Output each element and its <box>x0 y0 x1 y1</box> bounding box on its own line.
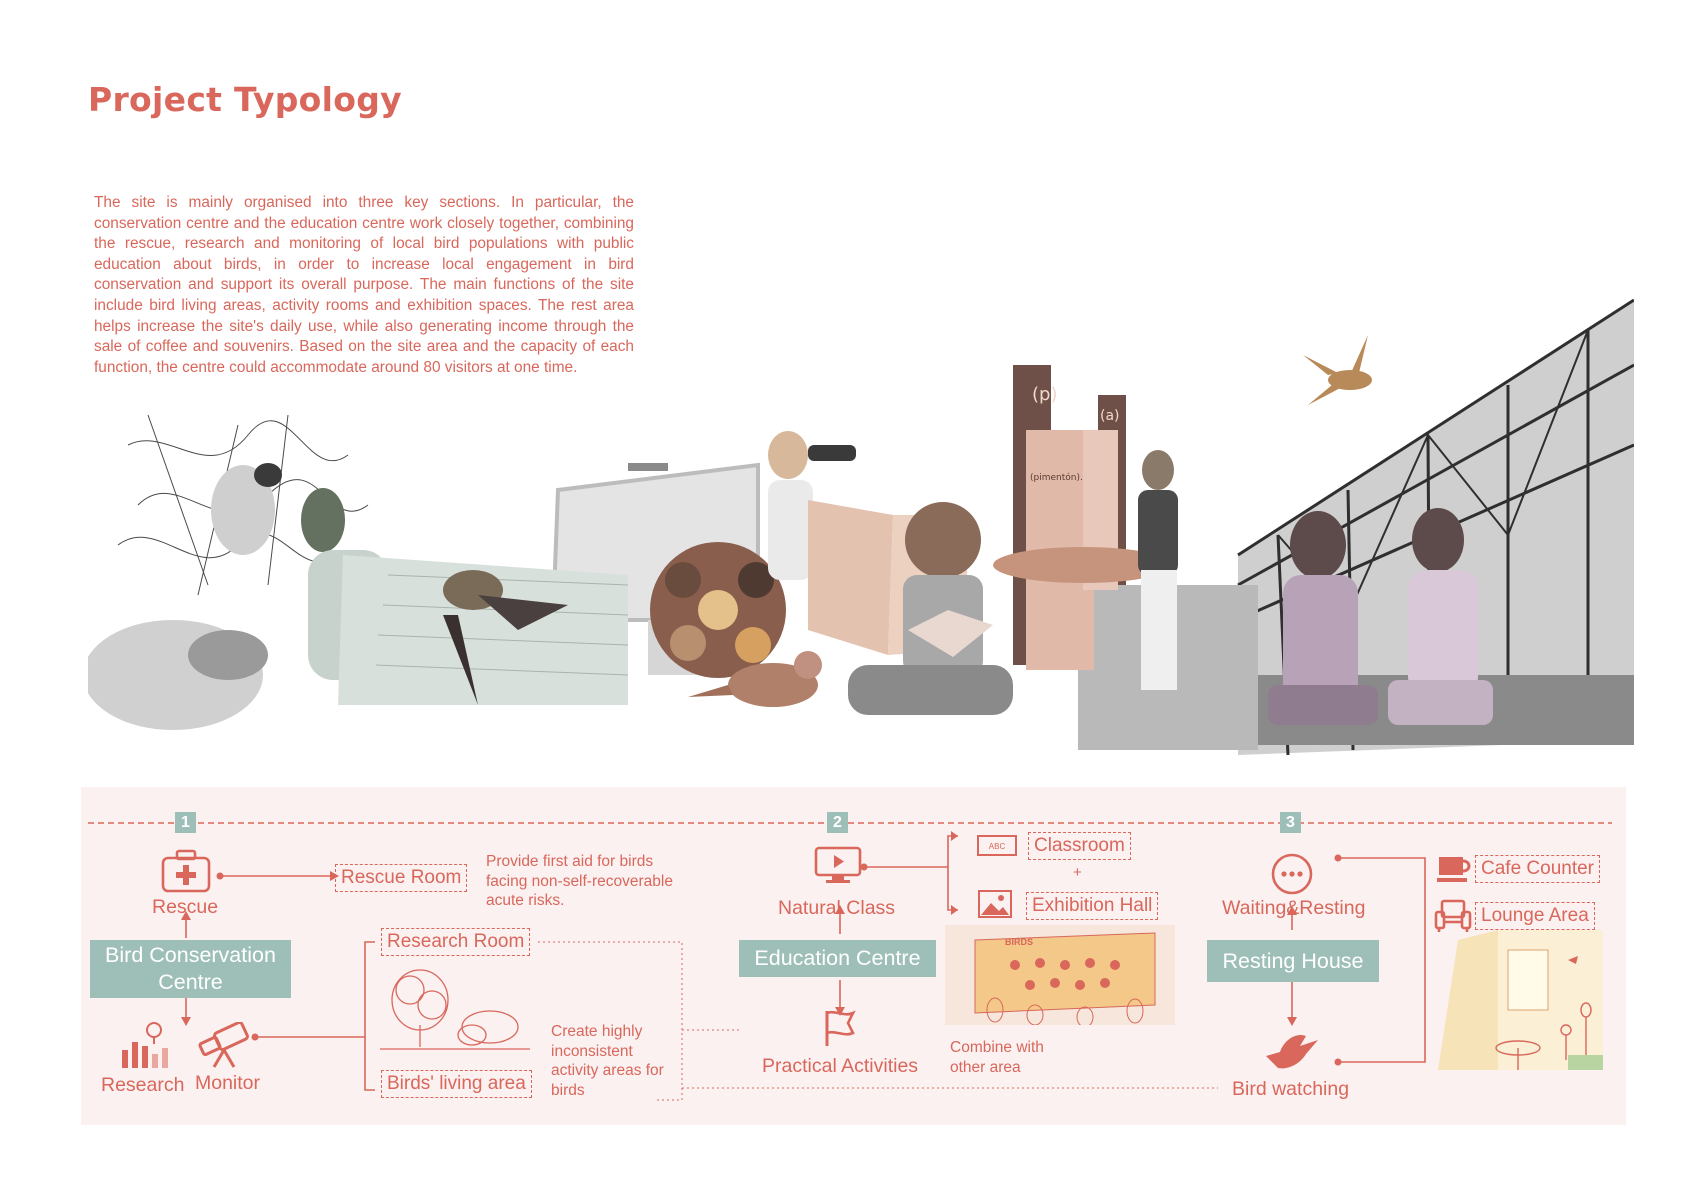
waiting-resting-label: Waiting&Resting <box>1222 897 1366 919</box>
chart-icon <box>122 1022 168 1068</box>
monitor-label: Monitor <box>195 1072 261 1094</box>
living-area-note: Create highly inconsistent activity area… <box>551 1023 664 1099</box>
section-1-bird-conservation-centre: Bird Conservation Centre <box>90 940 291 998</box>
practical-activities-label: Practical Activities <box>762 1055 919 1077</box>
plus-sign: + <box>1073 864 1082 881</box>
women-chatting-image <box>1268 508 1493 725</box>
hands-holding-bird-image <box>88 620 268 730</box>
tree-sketch-icon <box>380 969 530 1050</box>
rescue-room-box: Rescue Room <box>335 864 468 892</box>
bird-icon <box>1266 1034 1318 1069</box>
rescue-label: Rescue <box>152 896 219 918</box>
exhibition-hall-box: Exhibition Hall <box>1026 892 1159 920</box>
cafe-counter-box: Cafe Counter <box>1475 855 1601 883</box>
section-2-education-centre: Education Centre <box>739 940 936 977</box>
telescope-icon <box>198 1022 249 1068</box>
coffee-cup-icon <box>1437 857 1471 882</box>
bird-watching-label: Bird watching <box>1232 1078 1350 1100</box>
exhibition-sketch-image: BIRDS <box>945 925 1175 1025</box>
collage-illustration: (p) (a) (pimentón). <box>88 298 1634 756</box>
intro-paragraph: The site is mainly organised into three … <box>94 194 634 376</box>
flying-bird-image <box>1303 335 1372 405</box>
flag-icon <box>825 1010 856 1046</box>
svg-text:BIRDS: BIRDS <box>1005 937 1033 947</box>
section-number-2: 2 <box>827 812 848 833</box>
research-label: Research <box>101 1074 185 1096</box>
section-number-1: 1 <box>175 812 196 833</box>
monitor-play-icon <box>814 846 862 883</box>
reading-boy-image <box>848 502 1013 715</box>
child-binoculars-image <box>768 431 856 580</box>
abc-board-icon: ABC <box>977 835 1017 856</box>
armchair-icon <box>1434 899 1472 932</box>
page-title: Project Typology <box>88 80 402 119</box>
lounge-sketch-image <box>1438 930 1603 1070</box>
rescue-note: Provide first aid for birds facing non-s… <box>486 853 673 909</box>
birds-living-area-box: Birds' living area <box>381 1070 532 1098</box>
svg-text:(a): (a) <box>1100 408 1120 424</box>
section-3-resting-house: Resting House <box>1207 940 1379 982</box>
sparrow-image <box>688 651 822 707</box>
lounge-area-box: Lounge Area <box>1475 902 1595 930</box>
picture-icon <box>978 890 1012 918</box>
natural-class-label: Natural Class <box>778 897 896 919</box>
chat-bubble-icon <box>1271 853 1313 895</box>
bird-ringing-image <box>338 555 629 705</box>
research-room-box: Research Room <box>381 928 531 956</box>
svg-text:(p): (p) <box>1032 384 1057 405</box>
svg-text:(pimentón).: (pimentón). <box>1030 472 1083 483</box>
exhibition-panels-image: (p) (a) (pimentón). <box>993 365 1173 670</box>
classroom-box: Classroom <box>1028 832 1131 860</box>
seed-plate-image <box>650 542 786 678</box>
first-aid-kit-icon <box>161 849 211 893</box>
combine-note: Combine with other area <box>950 1039 1044 1076</box>
svg-text:ABC: ABC <box>989 842 1006 851</box>
section-number-3: 3 <box>1280 812 1301 833</box>
standing-woman-image <box>1138 450 1178 690</box>
